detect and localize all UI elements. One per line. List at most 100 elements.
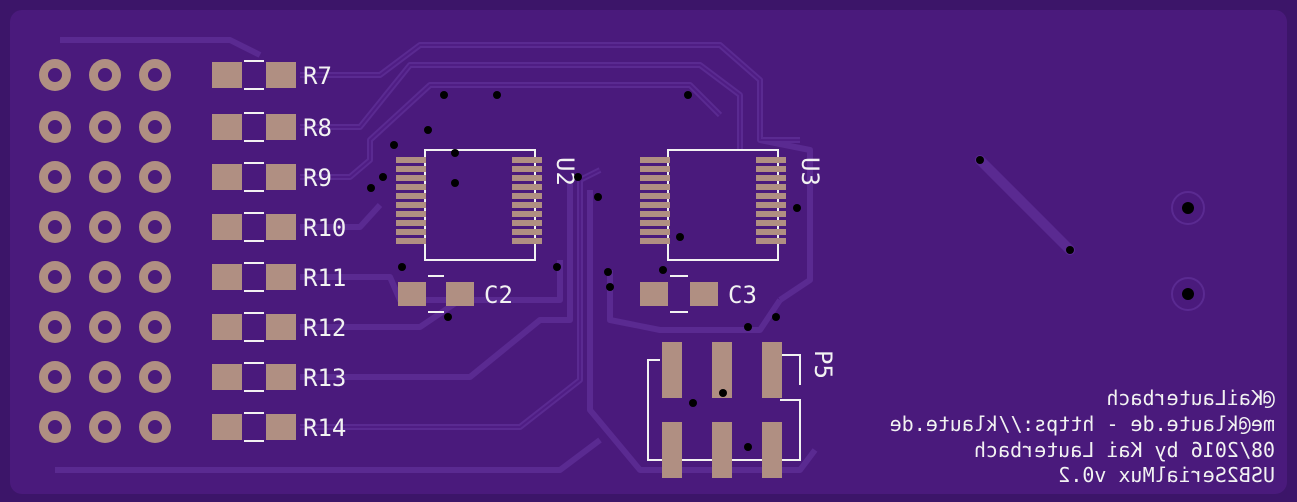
chip-pad xyxy=(756,202,786,208)
chip-pad xyxy=(396,166,426,172)
chip-pad xyxy=(756,166,786,172)
mounting-hole-bottom-drill xyxy=(1182,288,1194,300)
chip-pad xyxy=(396,211,426,217)
pin-header xyxy=(39,59,171,443)
capacitor-c2-label: C2 xyxy=(484,281,513,309)
via xyxy=(676,233,684,241)
header-pad-hole xyxy=(98,270,112,284)
via xyxy=(793,204,801,212)
resistor-label: R11 xyxy=(303,264,346,292)
chip-pad xyxy=(512,157,542,163)
capacitor-c2-pad-left xyxy=(398,282,426,306)
header-pad-hole xyxy=(148,370,162,384)
chip-pad xyxy=(512,238,542,244)
resistor-pad-left xyxy=(212,364,242,390)
resistor-pad-right xyxy=(266,264,296,290)
connector-pad xyxy=(712,342,732,398)
chip-pad xyxy=(396,202,426,208)
capacitor-c2: C2 xyxy=(398,275,513,313)
via xyxy=(604,268,612,276)
chip-pad xyxy=(640,238,670,244)
header-pad-hole xyxy=(98,170,112,184)
chip-pad xyxy=(640,157,670,163)
vias xyxy=(367,91,1074,451)
chip-pad xyxy=(396,229,426,235)
resistor-pad-right xyxy=(266,62,296,88)
header-pad-hole xyxy=(48,170,62,184)
capacitor-c3-pad-right xyxy=(690,282,718,306)
chip-pad xyxy=(756,238,786,244)
header-pad-hole xyxy=(98,220,112,234)
chip-pad xyxy=(756,157,786,163)
resistor-pad-left xyxy=(212,114,242,140)
chip-pad xyxy=(396,175,426,181)
connector-p5: P5 xyxy=(647,342,837,478)
chip-pad xyxy=(640,211,670,217)
header-pad-hole xyxy=(148,420,162,434)
capacitor-c3-pad-left xyxy=(640,282,668,306)
via xyxy=(493,91,501,99)
chip-pad xyxy=(640,184,670,190)
chip-pad xyxy=(756,175,786,181)
chip-pad xyxy=(512,229,542,235)
via xyxy=(689,399,697,407)
chip-pad xyxy=(396,238,426,244)
resistor-pad-left xyxy=(212,214,242,240)
chip-pad xyxy=(640,202,670,208)
via xyxy=(424,126,432,134)
via xyxy=(398,263,406,271)
via xyxy=(379,173,387,181)
resistor-label: R7 xyxy=(303,62,332,90)
via xyxy=(744,323,752,331)
chip-pad xyxy=(756,184,786,190)
via xyxy=(444,313,452,321)
connector-pad xyxy=(762,422,782,478)
resistor-pad-right xyxy=(266,414,296,440)
connector-p5-pads xyxy=(662,342,782,478)
via xyxy=(451,179,459,187)
chip-pad xyxy=(640,166,670,172)
silkscreen-text: @KaiLauterbach me@klaute.de - https://kl… xyxy=(890,386,1275,487)
via xyxy=(684,91,692,99)
capacitor-c3-label: C3 xyxy=(728,281,757,309)
chip-u2: U2 xyxy=(396,149,579,261)
resistor-label: R12 xyxy=(303,314,346,342)
chip-pad xyxy=(640,229,670,235)
header-pad-hole xyxy=(148,270,162,284)
silk-line-4: USB2SerialMux v0.2 xyxy=(1058,463,1275,487)
chip-pad xyxy=(512,166,542,172)
resistor-pad-left xyxy=(212,314,242,340)
chip-pad xyxy=(756,211,786,217)
chip-pad xyxy=(756,229,786,235)
resistor-label: R8 xyxy=(303,114,332,142)
via xyxy=(440,91,448,99)
header-pad-hole xyxy=(98,120,112,134)
header-pad-hole xyxy=(148,170,162,184)
chip-pad xyxy=(756,193,786,199)
header-pad-hole xyxy=(148,120,162,134)
chip-u3: U3 xyxy=(640,149,824,261)
chip-pad xyxy=(512,175,542,181)
header-pad-hole xyxy=(148,68,162,82)
chip-pad xyxy=(396,193,426,199)
resistor-pad-right xyxy=(266,164,296,190)
resistor-label: R9 xyxy=(303,164,332,192)
connector-pad xyxy=(762,342,782,398)
chip-pad xyxy=(756,220,786,226)
via xyxy=(451,149,459,157)
via xyxy=(1066,246,1074,254)
mounting-hole-top-drill xyxy=(1182,202,1194,214)
chip-u3-pads xyxy=(640,157,786,244)
header-pad-hole xyxy=(98,320,112,334)
header-pad-hole xyxy=(148,320,162,334)
via xyxy=(976,156,984,164)
capacitor-c3: C3 xyxy=(640,275,757,313)
header-pad-hole xyxy=(98,370,112,384)
resistor-pad-right xyxy=(266,114,296,140)
resistor-pad-right xyxy=(266,314,296,340)
capacitor-c2-pad-right xyxy=(446,282,474,306)
trace-accents xyxy=(300,44,800,428)
copper-pour xyxy=(10,10,1287,494)
